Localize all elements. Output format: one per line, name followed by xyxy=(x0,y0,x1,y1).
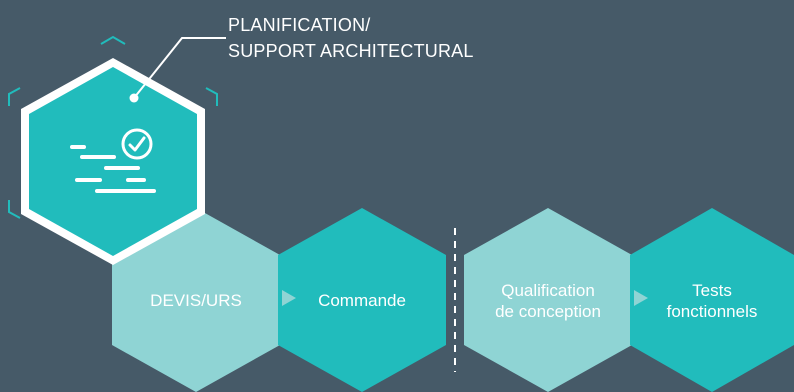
hex-commande xyxy=(278,208,446,392)
hex-tests xyxy=(630,208,794,392)
bracket-decoration xyxy=(205,87,218,106)
callout-title: PLANIFICATION/ SUPPORT ARCHITECTURAL xyxy=(228,12,474,64)
bracket-decoration xyxy=(100,35,126,45)
callout-leader-line xyxy=(133,37,226,99)
bracket-decoration xyxy=(8,200,21,219)
callout-line-2: SUPPORT ARCHITECTURAL xyxy=(228,41,474,61)
step-label-devis-urs: DEVIS/URS xyxy=(150,291,242,310)
hex-planning-inner xyxy=(29,67,197,256)
callout-line-1: PLANIFICATION/ xyxy=(228,15,371,35)
step-label-qualification: Qualification de conception xyxy=(495,281,601,321)
hex-devis-urs xyxy=(112,208,280,392)
step-label-commande: Commande xyxy=(318,291,406,310)
chevron-right-icon xyxy=(634,290,648,306)
hex-qualification xyxy=(464,208,632,392)
document-check-icon xyxy=(70,128,156,193)
chevron-right-icon xyxy=(282,290,296,306)
step-label-tests: Tests fonctionnels xyxy=(666,281,758,321)
bracket-decoration xyxy=(8,87,21,106)
callout-dot xyxy=(129,93,139,103)
